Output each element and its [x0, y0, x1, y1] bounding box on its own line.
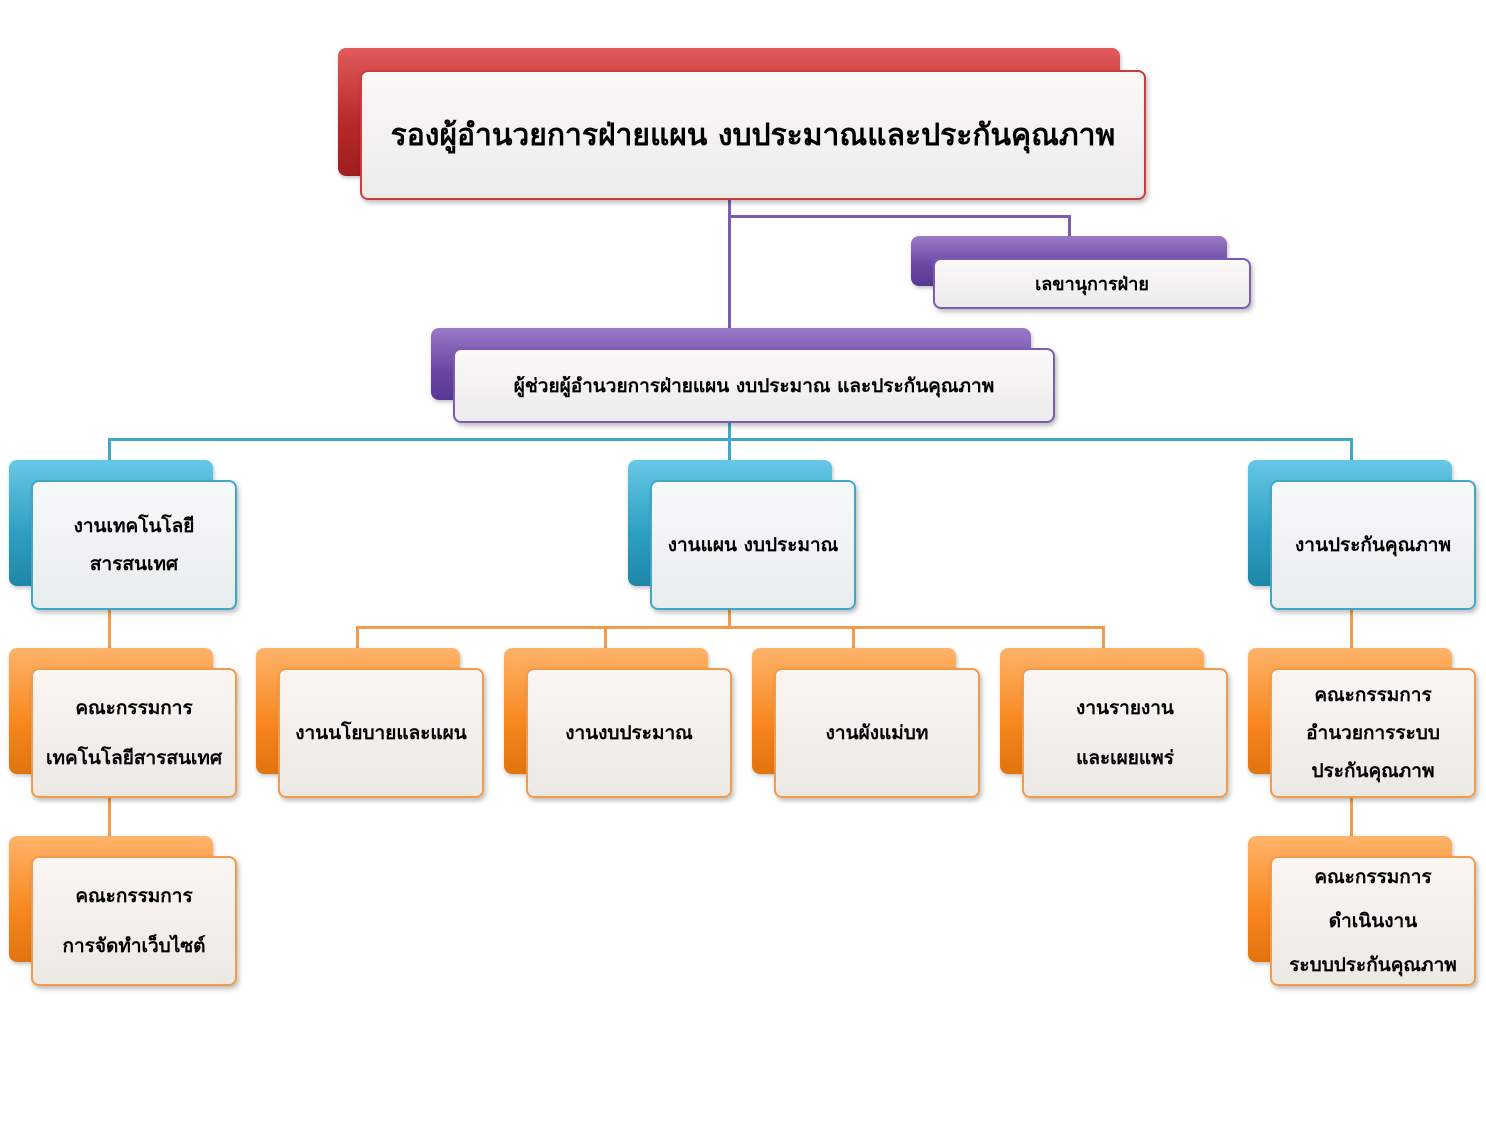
secretary-box: เลขานุการฝ่าย: [911, 236, 1252, 310]
masterplan-unit-box: งานผังแม่บท: [752, 648, 981, 800]
secretary-label: เลขานุการฝ่าย: [1035, 274, 1149, 295]
connector-line: [108, 438, 111, 462]
web-committee-line1: คณะกรรมการ: [75, 885, 193, 907]
qa-direction-committee-line2: อำนวยการระบบ: [1306, 722, 1440, 744]
it-committee-box: คณะกรรมการ เทคโนโลยีสารสนเทศ: [9, 648, 238, 800]
assistant-director-box: ผู้ช่วยผู้อำนวยการฝ่ายแผน งบประมาณ และปร…: [431, 328, 1056, 424]
qa-operation-committee-box: คณะกรรมการ ดำเนินงาน ระบบประกันคุณภาพ: [1248, 836, 1477, 988]
connector-line: [728, 420, 731, 462]
qa-operation-committee-line2: ดำเนินงาน: [1328, 910, 1418, 932]
policy-plan-unit-label: งานนโยบายและแผน: [295, 722, 467, 744]
assistant-director-label: ผู้ช่วยผู้อำนวยการฝ่ายแผน งบประมาณ และปร…: [513, 374, 995, 397]
connector-line: [1350, 438, 1353, 462]
connector-line: [728, 608, 731, 628]
qa-division-label: งานประกันคุณภาพ: [1295, 534, 1451, 556]
report-unit-line2: และเผยแพร่: [1076, 747, 1174, 769]
qa-direction-committee-line3: ประกันคุณภาพ: [1311, 760, 1435, 782]
deputy-director-title: รองผู้อำนวยการฝ่ายแผน งบประมาณและประกันค…: [390, 117, 1116, 153]
connector-line: [1350, 608, 1353, 650]
connector-line: [108, 796, 111, 838]
budget-unit-label: งานงบประมาณ: [565, 722, 693, 744]
connector-line: [1068, 215, 1071, 239]
connector-line: [728, 215, 1071, 218]
connector-line: [108, 438, 1353, 441]
connector-line: [1350, 796, 1353, 838]
it-committee-line2: เทคโนโลยีสารสนเทศ: [45, 747, 223, 769]
connector-line: [728, 200, 731, 330]
masterplan-unit-label: งานผังแม่บท: [825, 722, 929, 744]
qa-direction-committee-line1: คณะกรรมการ: [1314, 684, 1432, 706]
budget-unit-box: งานงบประมาณ: [504, 648, 733, 800]
deputy-director-box: รองผู้อำนวยการฝ่ายแผน งบประมาณและประกันค…: [338, 48, 1146, 202]
connector-line: [604, 626, 607, 650]
qa-operation-committee-line1: คณะกรรมการ: [1314, 866, 1432, 888]
it-committee-line1: คณะกรรมการ: [75, 697, 193, 719]
connector-line: [1102, 626, 1105, 650]
report-unit-line1: งานรายงาน: [1076, 697, 1174, 719]
connector-line: [356, 626, 1105, 629]
it-division-line2: สารสนเทศ: [89, 553, 179, 575]
plan-budget-division-label: งานแผน งบประมาณ: [667, 534, 839, 556]
qa-division-box: งานประกันคุณภาพ: [1248, 460, 1477, 612]
plan-budget-division-box: งานแผน งบประมาณ: [628, 460, 858, 612]
qa-direction-committee-box: คณะกรรมการ อำนวยการระบบ ประกันคุณภาพ: [1248, 648, 1477, 800]
policy-plan-unit-box: งานนโยบายและแผน: [256, 648, 485, 800]
report-unit-box: งานรายงาน และเผยแพร่: [1000, 648, 1229, 800]
connector-line: [108, 608, 111, 650]
connector-line: [356, 626, 359, 650]
connector-line: [852, 626, 855, 650]
web-committee-line2: การจัดทำเว็บไซต์: [62, 935, 206, 957]
qa-operation-committee-line3: ระบบประกันคุณภาพ: [1289, 954, 1457, 976]
web-committee-box: คณะกรรมการ การจัดทำเว็บไซต์: [9, 836, 238, 988]
it-division-box: งานเทคโนโลยี สารสนเทศ: [9, 460, 238, 612]
it-division-line1: งานเทคโนโลยี: [73, 515, 195, 537]
